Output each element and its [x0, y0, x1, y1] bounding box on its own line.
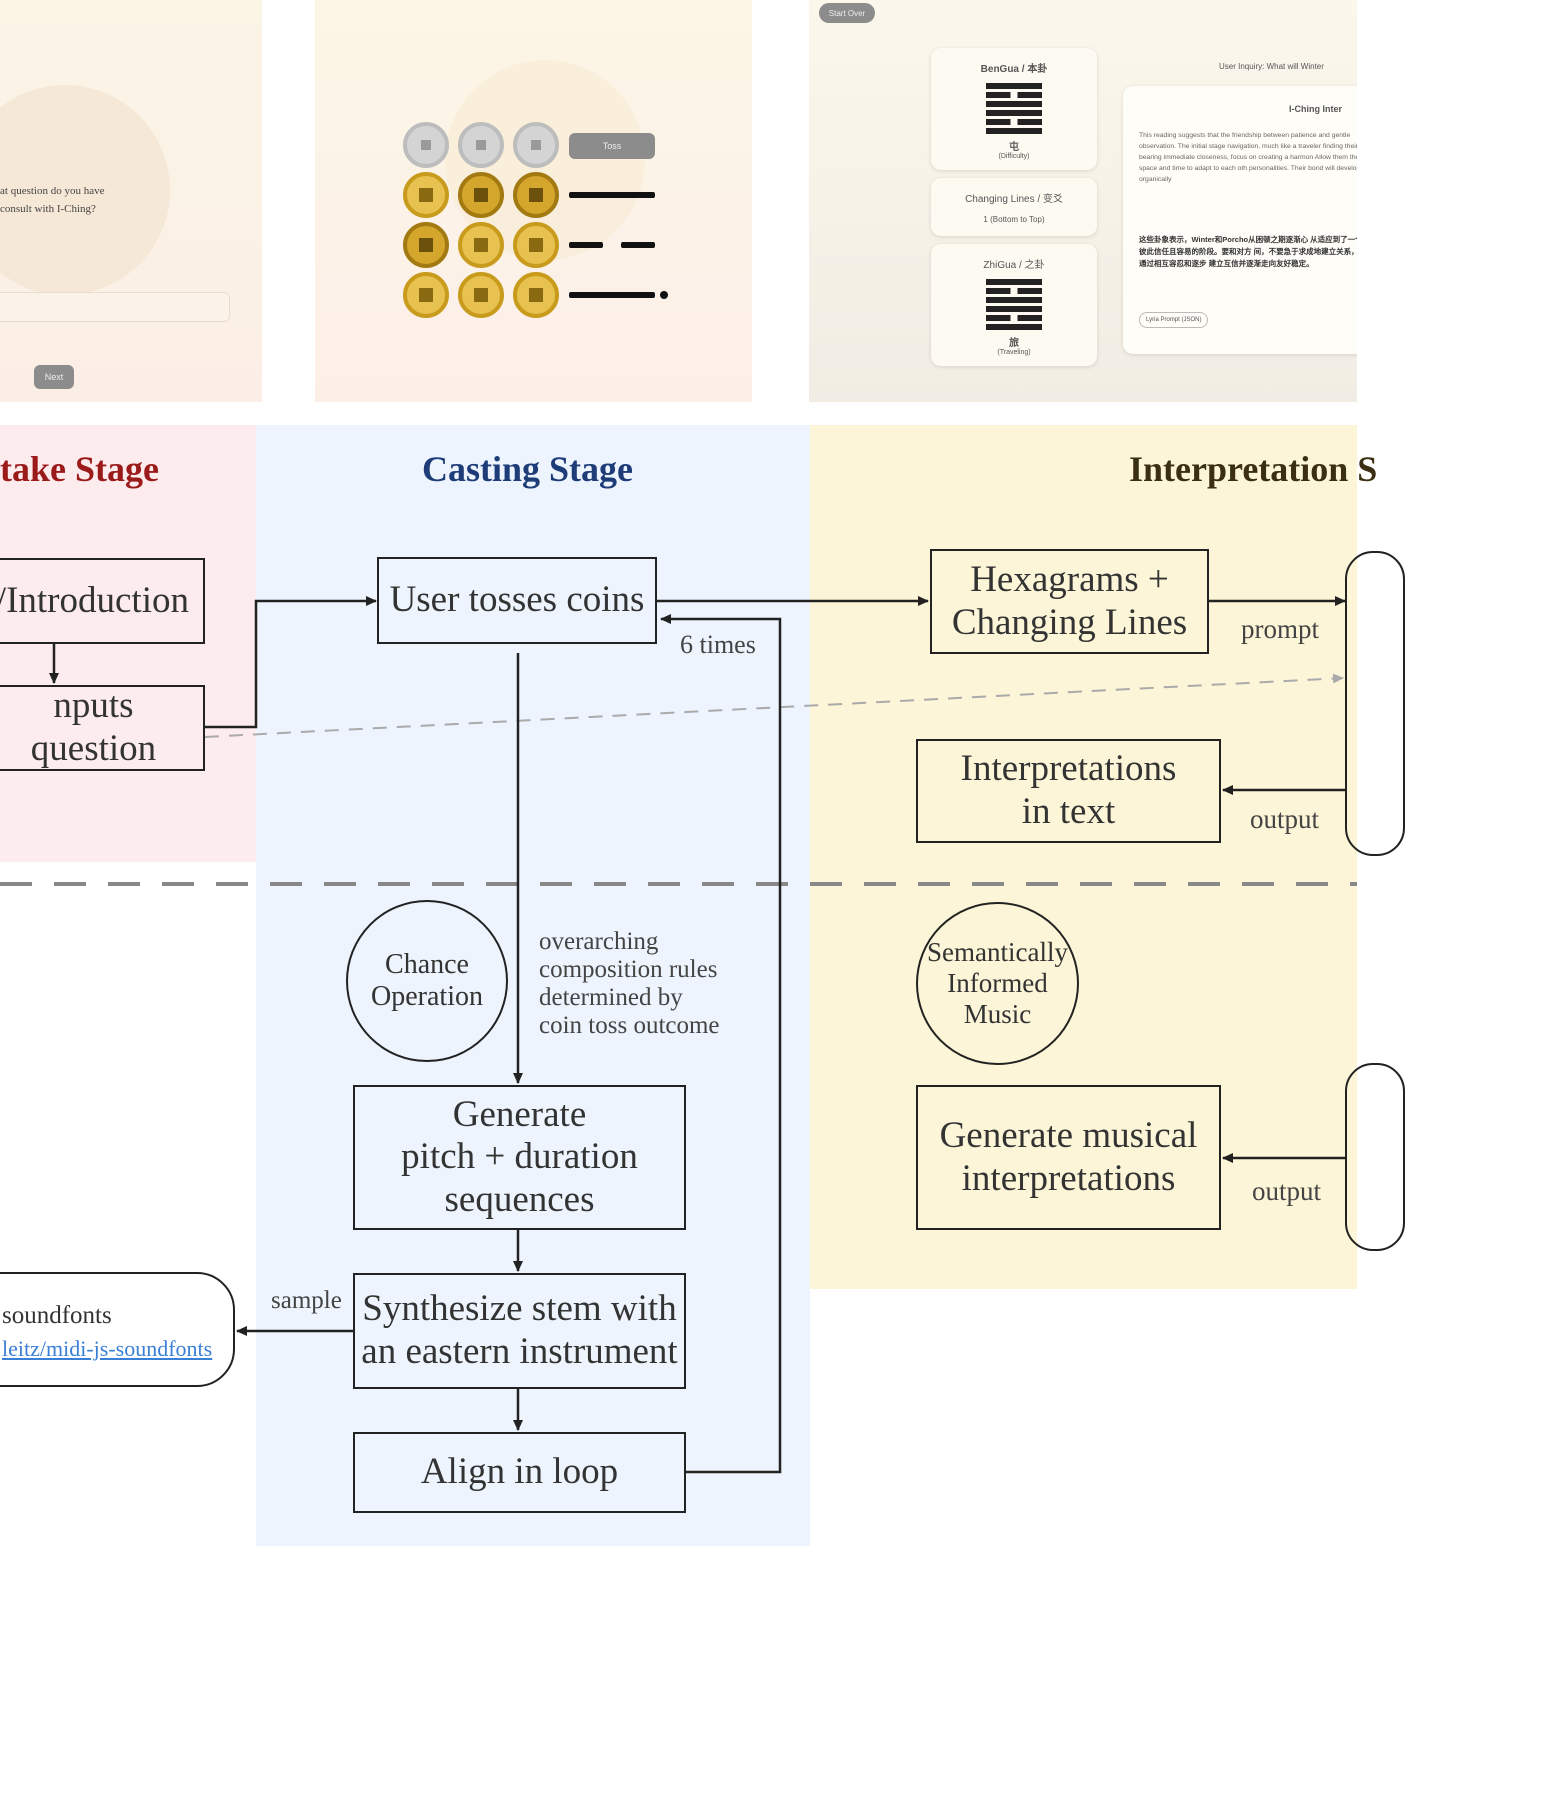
arrow-loop-back	[660, 614, 782, 1474]
llm-model-box-top	[1345, 551, 1405, 856]
zhigua-sub: (Traveling)	[997, 349, 1031, 356]
bengua-card: BenGua / 本卦 屯 (Difficulty)	[931, 48, 1097, 170]
arrow-inputs-to-tosses	[205, 596, 377, 729]
yao-line	[569, 192, 655, 198]
llm-model-box-bottom	[1345, 1063, 1405, 1251]
yao-line	[621, 242, 655, 248]
node-generate-music: Generate musical interpretations	[916, 1085, 1221, 1230]
node-soundfonts: soundfonts leitz/midi-js-soundfonts	[0, 1272, 235, 1387]
node-interpretations-text: Interpretations in text	[916, 739, 1221, 843]
intake-stage-title: take Stage	[0, 449, 159, 489]
label-six-times: 6 times	[680, 630, 756, 659]
interpretation-panel-title: I-Ching Inter	[1289, 104, 1342, 114]
toss-button[interactable]: Toss	[569, 133, 655, 159]
yao-line	[569, 242, 603, 248]
interpretation-stage-title: Interpretation S	[1129, 449, 1378, 489]
arrow-question-to-model	[204, 673, 1344, 738]
intake-next-button[interactable]: Next	[34, 365, 74, 389]
label-composition-rules: overarching composition rules determined…	[539, 928, 720, 1039]
coin-icon	[513, 222, 559, 268]
intake-sun-circle	[0, 85, 170, 295]
intake-question-input[interactable]	[0, 292, 230, 322]
node-hexagrams: Hexagrams + Changing Lines	[930, 549, 1209, 654]
coin-icon	[458, 172, 504, 218]
node-align-loop: Align in loop	[353, 1432, 686, 1513]
coin-icon	[403, 122, 449, 168]
bengua-sub: (Difficulty)	[998, 153, 1030, 160]
changing-dot	[660, 291, 668, 299]
hexagram-icon	[986, 83, 1042, 134]
coin-icon	[513, 122, 559, 168]
coin-icon	[403, 272, 449, 318]
coin-icon	[513, 272, 559, 318]
interpretation-screenshot: Start Over BenGua / 本卦 屯 (Difficulty) Ch…	[809, 0, 1357, 402]
soundfonts-title: soundfonts	[2, 1302, 112, 1329]
bengua-char: 屯	[1009, 142, 1019, 153]
node-generate-sequences: Generate pitch + duration sequences	[353, 1085, 686, 1230]
label-prompt: prompt	[1241, 614, 1319, 644]
coin-icon	[458, 222, 504, 268]
interpretation-panel: I-Ching Inter This reading suggests that…	[1123, 86, 1357, 354]
node-semantic-music: Semantically Informed Music	[916, 902, 1079, 1065]
label-output-text: output	[1250, 804, 1320, 834]
yao-line	[569, 292, 655, 298]
label-output-music: output	[1252, 1176, 1322, 1206]
coin-icon	[458, 122, 504, 168]
intake-question-text: at question do you have consult with I-C…	[0, 185, 105, 215]
zhigua-card: ZhiGua / 之卦 旅 (Traveling)	[931, 244, 1097, 366]
coin-icon	[458, 272, 504, 318]
coin-icon	[403, 222, 449, 268]
node-synthesize-stem: Synthesize stem with an eastern instrume…	[353, 1273, 686, 1389]
interpretation-stage-bg	[810, 425, 1357, 1289]
changing-lines-title: Changing Lines / 变爻	[965, 194, 1063, 205]
interpretation-zh-text: 这些卦象表示，Winter和Porcho从困顿之期逐渐心 从适应到了一个彼此信任…	[1139, 235, 1357, 268]
changing-lines-sub: 1 (Bottom to Top)	[983, 215, 1045, 224]
start-over-button[interactable]: Start Over	[819, 3, 875, 23]
casting-screenshot: Toss	[315, 0, 752, 402]
intake-screenshot: at question do you have consult with I-C…	[0, 0, 262, 402]
node-user-tosses-coins: User tosses coins	[377, 557, 657, 644]
soundfonts-link[interactable]: leitz/midi-js-soundfonts	[2, 1336, 213, 1361]
hexagram-icon	[986, 279, 1042, 330]
node-inputs-question: nputs question	[0, 685, 205, 771]
node-brief-introduction: ef/Introduction	[0, 558, 205, 644]
interpretation-en-text: This reading suggests that the friendshi…	[1139, 132, 1357, 183]
lyria-prompt-button[interactable]: Lyria Prompt (JSON)	[1139, 312, 1209, 328]
label-sample: sample	[271, 1287, 342, 1314]
changing-lines-card: Changing Lines / 变爻 1 (Bottom to Top)	[931, 178, 1097, 236]
node-chance-operation: Chance Operation	[346, 900, 508, 1062]
casting-stage-title: Casting Stage	[422, 449, 634, 489]
user-inquiry-text: User Inquiry: What will Winter	[1219, 62, 1324, 71]
coin-icon	[513, 172, 559, 218]
zhigua-title: ZhiGua / 之卦	[983, 260, 1045, 271]
zhigua-char: 旅	[1009, 338, 1019, 349]
coin-icon	[403, 172, 449, 218]
bengua-title: BenGua / 本卦	[980, 64, 1048, 75]
